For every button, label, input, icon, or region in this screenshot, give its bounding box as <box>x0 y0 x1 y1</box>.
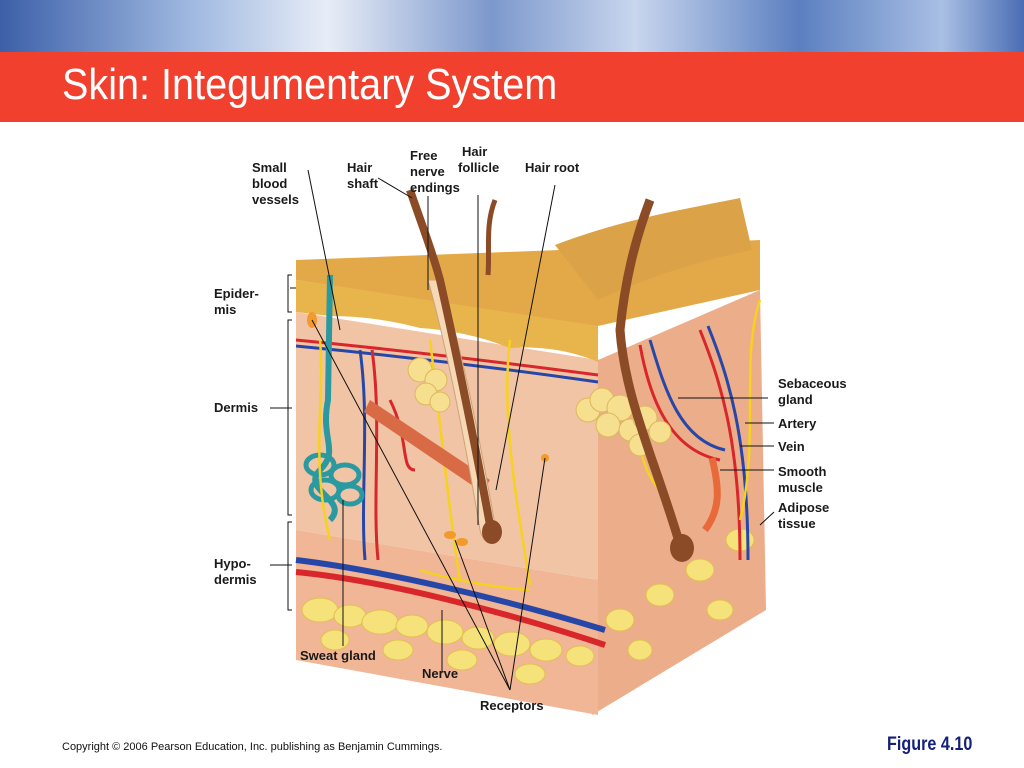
label-small-blood-vessels: Small blood vessels <box>252 160 299 207</box>
title-bar <box>0 52 1024 122</box>
label-sebaceous-gland: Sebaceous gland <box>778 376 850 407</box>
smooth-muscle-right <box>702 457 721 533</box>
block-right-face <box>592 290 766 715</box>
hypodermis-artery <box>295 569 606 648</box>
label-hair-shaft: Hair shaft <box>347 160 379 191</box>
label-vein: Vein <box>778 439 805 454</box>
label-nerve: Nerve <box>422 666 458 681</box>
label-artery: Artery <box>778 416 817 431</box>
label-sweat-gland: Sweat gland <box>300 648 376 663</box>
dermis-layer <box>296 312 598 580</box>
adipose-fat <box>301 528 755 685</box>
hair-bulb-side <box>670 534 694 562</box>
label-adipose-tissue: Adipose tissue <box>778 500 833 531</box>
sebaceous-gland-left <box>407 357 451 413</box>
skin-cross-section: Small blood vessels Hair shaft Free nerv… <box>214 144 850 715</box>
label-free-nerve-endings: Free nerve endings <box>410 148 460 195</box>
hair-shaft-front <box>406 188 494 526</box>
sebaceous-gland-right <box>575 387 672 457</box>
label-epidermis: Epider- mis <box>214 286 262 317</box>
layer-brackets <box>287 274 292 611</box>
label-smooth-muscle: Smooth muscle <box>778 464 830 495</box>
figure-number: Figure 4.10 <box>886 734 972 755</box>
copyright-notice: Copyright © 2006 Pearson Education, Inc.… <box>62 741 443 753</box>
skin-diagram: Small blood vessels Hair shaft Free nerv… <box>200 140 1000 720</box>
label-hair-follicle: Hair follicle <box>458 144 499 175</box>
skin-flap <box>555 198 752 300</box>
label-hypodermis: Hypo- dermis <box>214 556 257 587</box>
hair-bulb <box>482 520 502 544</box>
label-hair-root: Hair root <box>525 160 580 175</box>
hair-shaft-small <box>485 199 498 276</box>
leader-lines <box>270 169 775 691</box>
top-banner <box>0 0 1024 52</box>
hypodermis-vein <box>295 557 606 633</box>
smooth-muscle-dermis <box>364 400 490 492</box>
sweat-gland-coil <box>303 452 365 507</box>
label-receptors: Receptors <box>480 698 544 713</box>
slide-title: Skin: Integumentary System <box>62 60 558 109</box>
label-dermis: Dermis <box>214 400 258 415</box>
hair-shaft-side <box>615 198 685 547</box>
